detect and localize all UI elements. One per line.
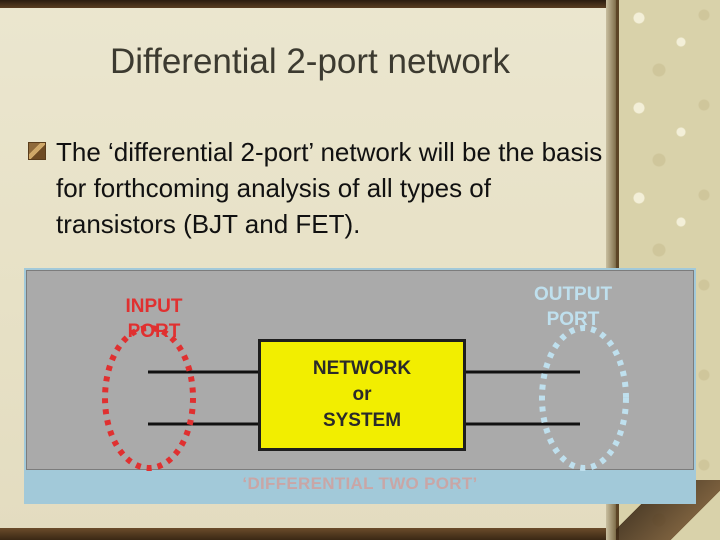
slide-title: Differential 2-port network xyxy=(109,42,511,81)
network-system-box: NETWORK or SYSTEM xyxy=(258,339,466,451)
network-box-label: NETWORK or SYSTEM xyxy=(312,358,412,431)
output-port-circle xyxy=(539,325,629,471)
output-port-label: OUTPUT PORT xyxy=(533,284,613,330)
diagram-graphics xyxy=(102,325,629,471)
bottom-border-strip xyxy=(0,528,616,540)
diagram-caption: ‘DIFFERENTIAL TWO PORT’ xyxy=(242,474,478,493)
input-port-circle xyxy=(102,325,196,471)
bullet-icon xyxy=(28,142,46,160)
input-port-label: INPUT PORT xyxy=(125,296,183,342)
two-port-diagram: INPUT PORT OUTPUT PORT NETWORK or SYSTEM… xyxy=(24,268,696,504)
top-border-strip xyxy=(0,0,616,8)
bullet-text: The ‘differential 2-port’ network will b… xyxy=(56,137,603,239)
